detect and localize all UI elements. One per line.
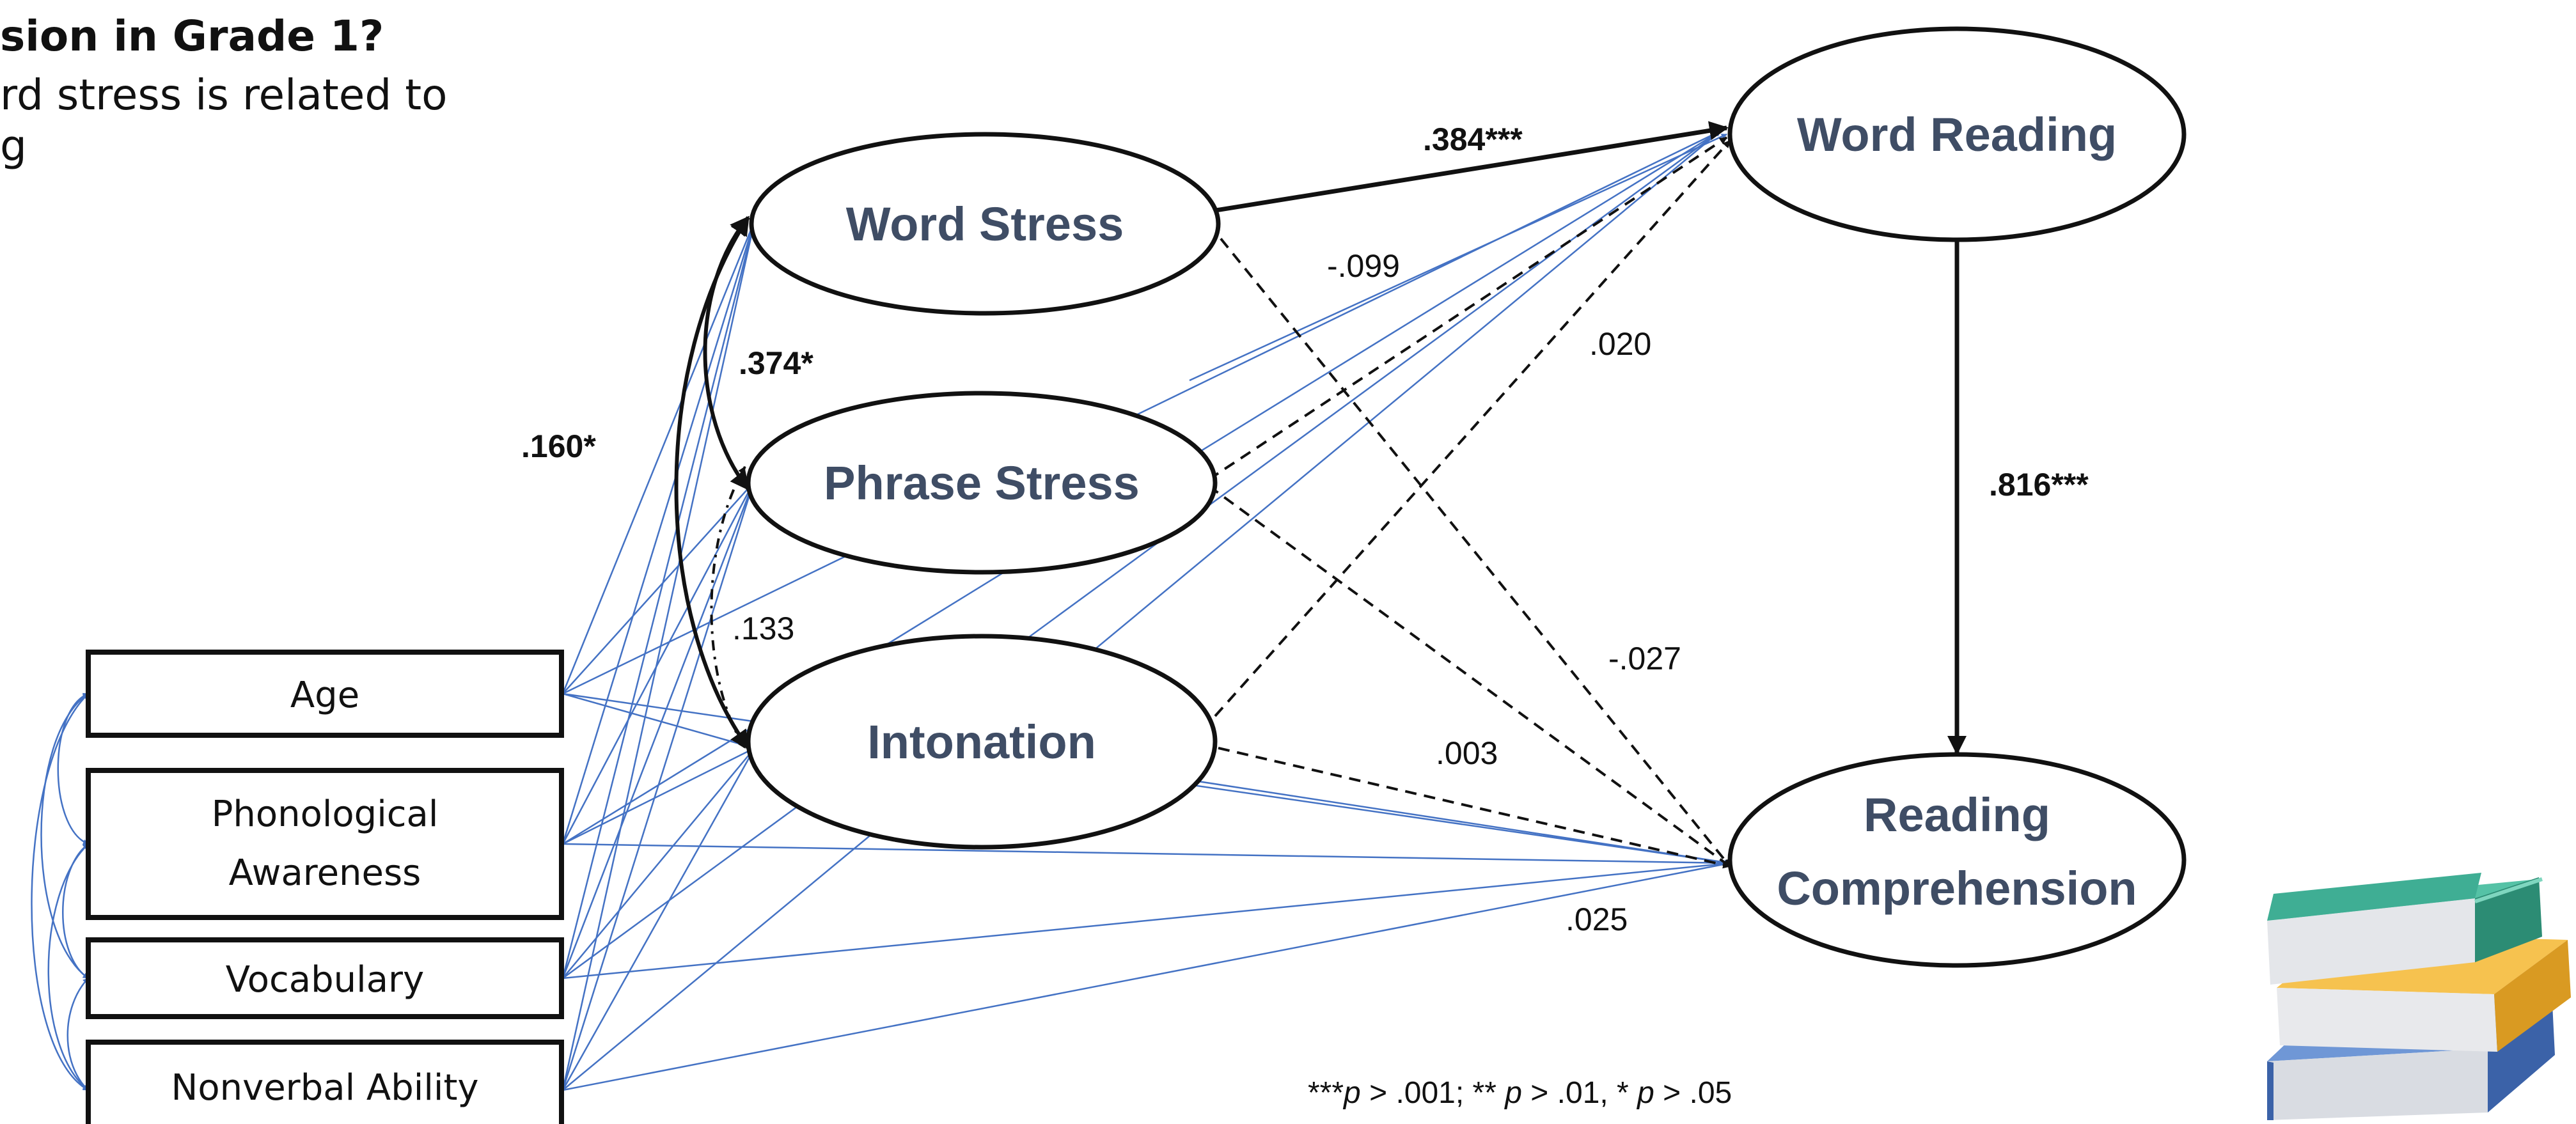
coef-cov-word-intonation: .160* bbox=[521, 428, 596, 464]
latent-word-stress: Word Stress bbox=[749, 132, 1221, 316]
nonverbal-label: Nonverbal Ability bbox=[171, 1067, 478, 1109]
coef-phrase-stress-word-reading: -.099 bbox=[1327, 248, 1400, 284]
phrase-stress-label: Phrase Stress bbox=[824, 457, 1140, 510]
observed-age: Age bbox=[86, 650, 564, 738]
slide-title: sion in Grade 1? bbox=[0, 12, 384, 61]
vocabulary-label: Vocabulary bbox=[226, 959, 424, 1001]
intonation-label: Intonation bbox=[867, 715, 1096, 769]
bullet-line-2: g bbox=[0, 121, 27, 171]
latent-phrase-stress: Phrase Stress bbox=[746, 391, 1218, 575]
word-reading-label: Word Reading bbox=[1797, 108, 2117, 161]
reading-comp-label-2: Comprehension bbox=[1777, 862, 2137, 915]
significance-note: ***p > .001; ** p > .01, * p > .05 bbox=[1308, 1076, 1732, 1110]
observed-phonological-awareness: Phonological Awareness bbox=[86, 768, 564, 920]
books-icon bbox=[2267, 873, 2571, 1120]
observed-vocabulary: Vocabulary bbox=[86, 937, 564, 1019]
word-stress-label: Word Stress bbox=[846, 198, 1124, 251]
age-label: Age bbox=[290, 675, 359, 716]
latent-intonation: Intonation bbox=[746, 634, 1218, 850]
bullet-line-1: rd stress is related to bbox=[0, 70, 448, 120]
phonological-label-1: Phonological bbox=[212, 793, 439, 835]
phonological-label-2: Awareness bbox=[229, 852, 421, 894]
coef-cov-word-phrase: .374* bbox=[739, 345, 813, 381]
latent-word-reading: Word Reading bbox=[1727, 26, 2187, 242]
coef-word-stress-comprehension: -.027 bbox=[1608, 641, 1681, 676]
reading-comp-label-1: Reading bbox=[1864, 788, 2050, 841]
coef-word-stress-word-reading: .384*** bbox=[1423, 121, 1523, 157]
latent-reading-comprehension: Reading Comprehension bbox=[1727, 752, 2187, 968]
significant-paths bbox=[674, 121, 1967, 755]
coef-cov-phrase-intonation: .133 bbox=[732, 611, 794, 646]
nonsignificant-paths bbox=[1207, 136, 1731, 869]
coef-intonation-word-reading: .020 bbox=[1589, 326, 1651, 362]
coef-word-reading-comprehension: .816*** bbox=[1989, 467, 2089, 503]
observed-nonverbal-ability: Nonverbal Ability bbox=[86, 1040, 564, 1124]
coef-intonation-comprehension: .003 bbox=[1436, 735, 1498, 771]
coef-phrase-stress-comprehension: .025 bbox=[1566, 902, 1628, 937]
